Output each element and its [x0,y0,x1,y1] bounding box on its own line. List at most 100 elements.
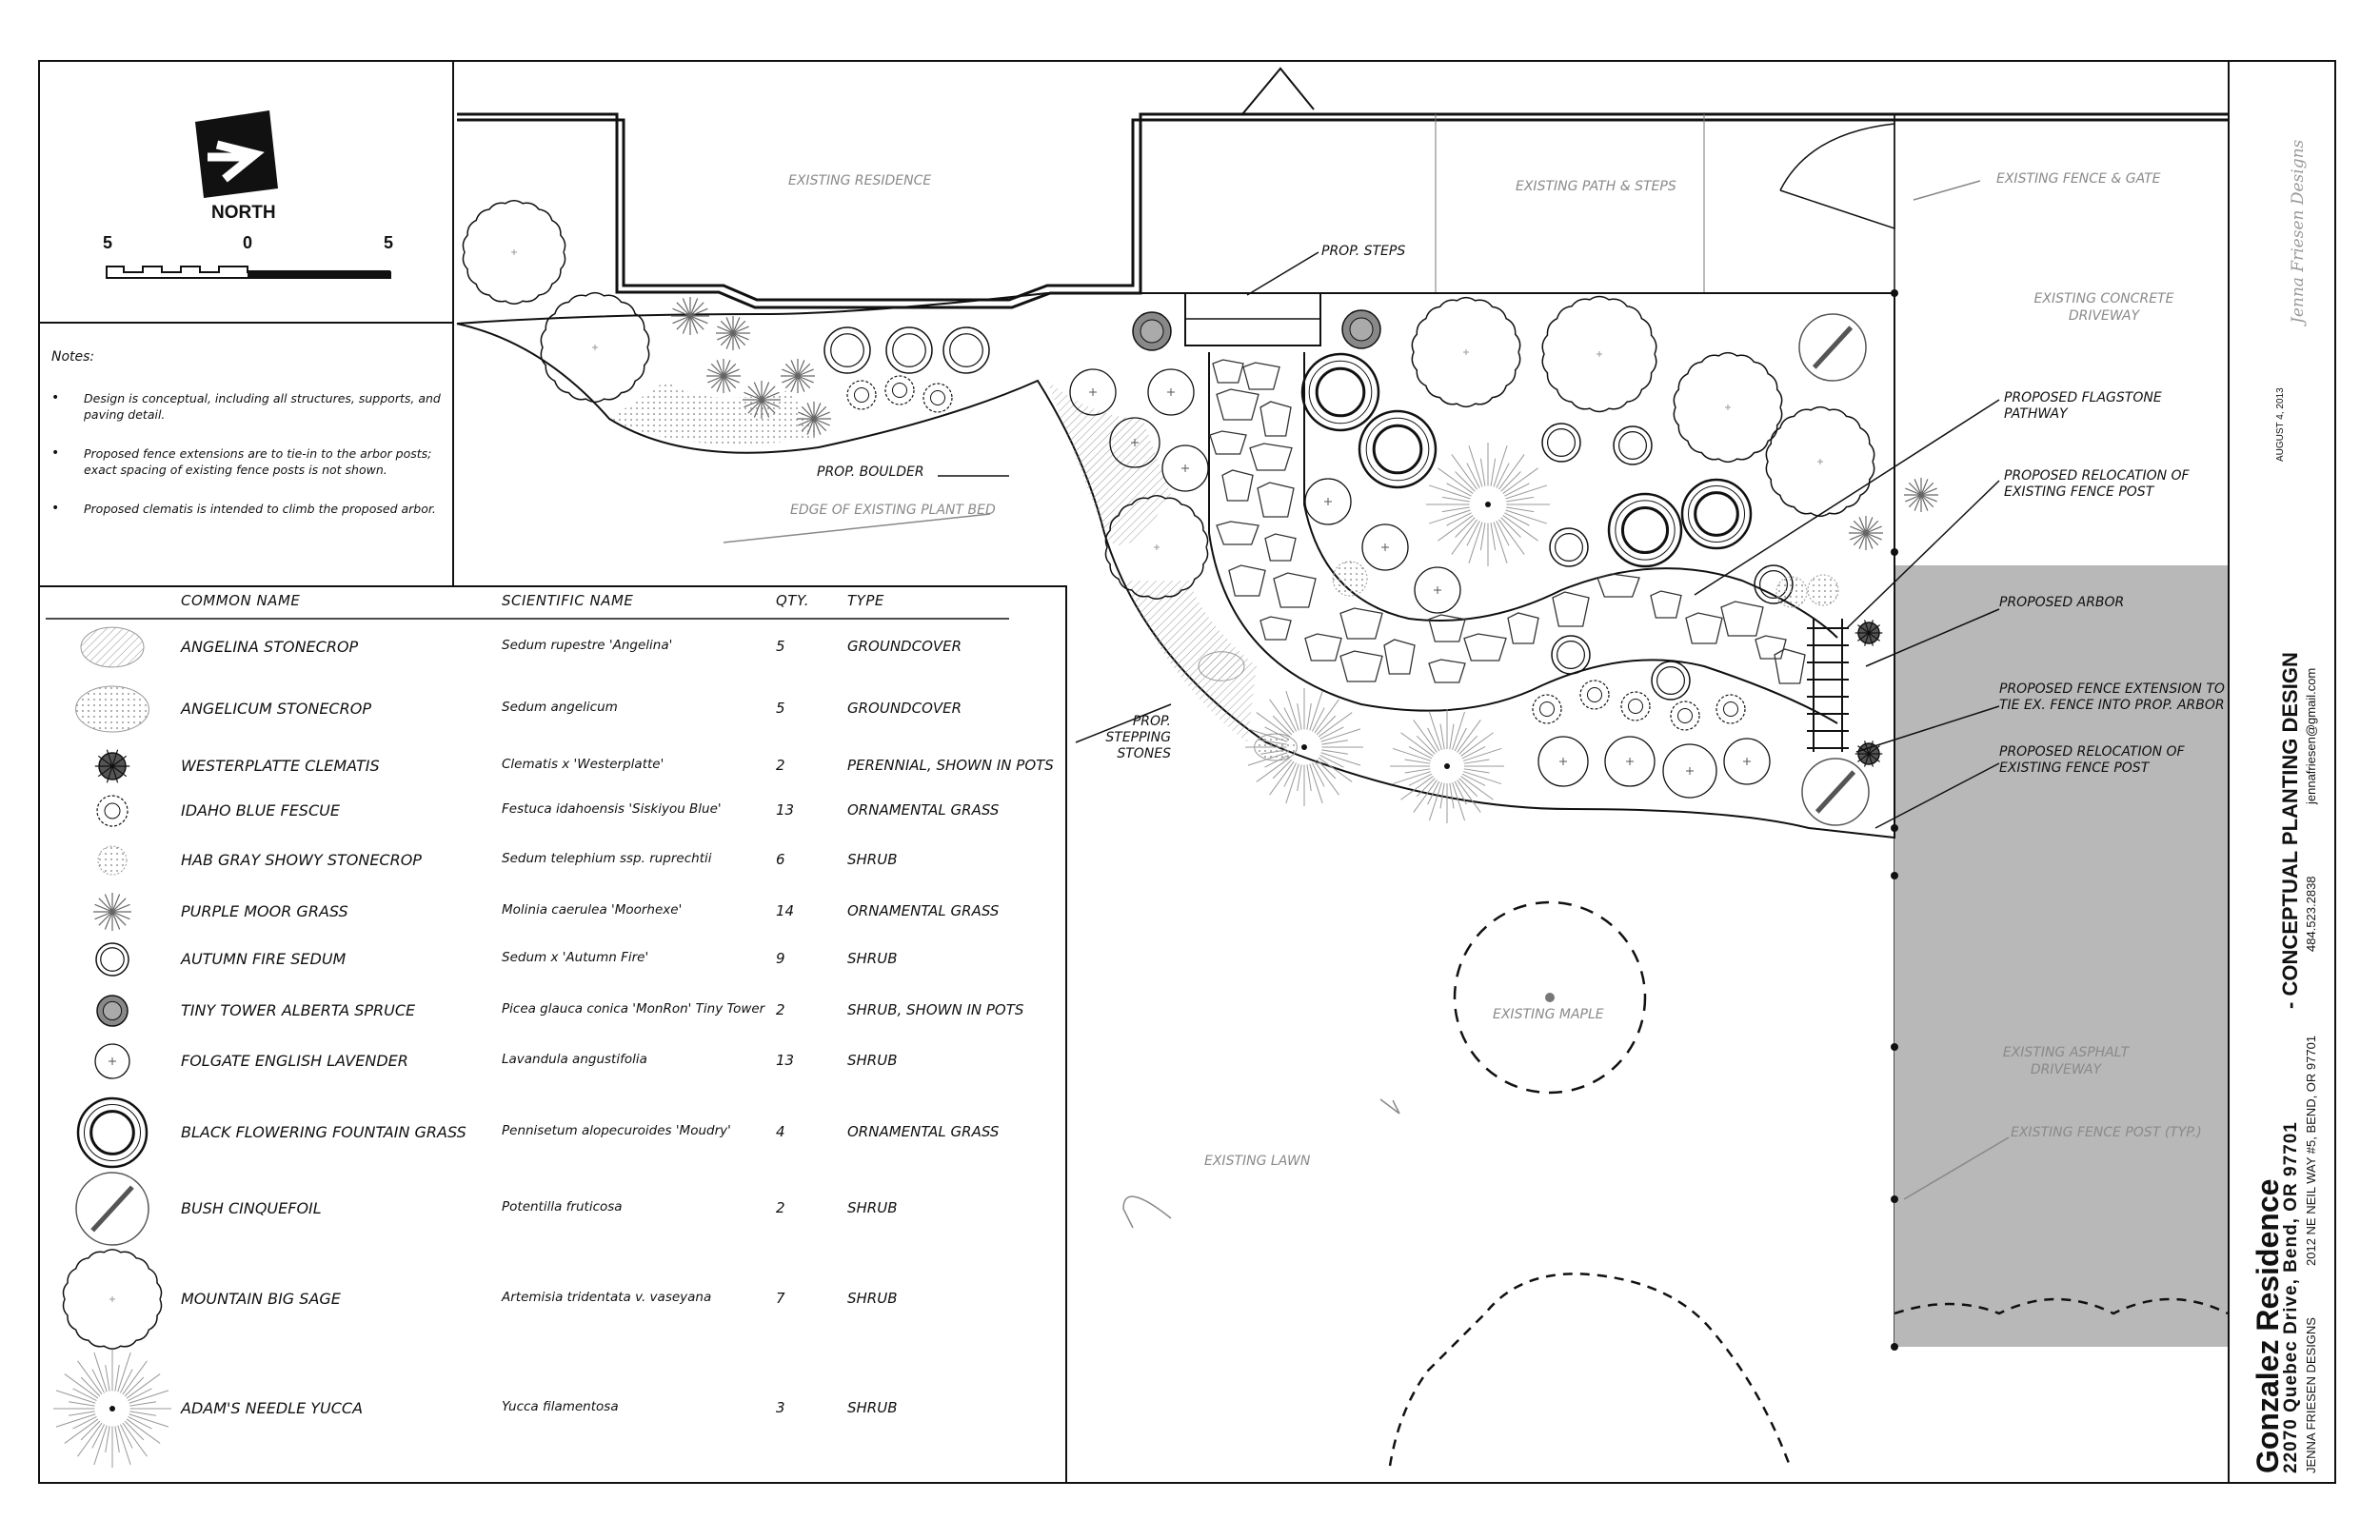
yucca-icon [1390,709,1504,823]
label-proposed-relocation-2: PROPOSED RELOCATION OF EXISTING FENCE PO… [1999,744,2185,776]
legend-common-cell: FOLGATE ENGLISH LAVENDER [181,1052,408,1070]
legend-common-cell: ANGELINA STONECROP [181,638,359,656]
sheet-title: - CONCEPTUAL PLANTING DESIGN [2278,652,2302,1009]
cinquefoil-icon [1801,758,1870,826]
legend-scientific-cell: Molinia caerulea 'Moorhexe' [502,902,683,918]
showy-stonecrop-icon [97,845,128,876]
label-existing-residence: EXISTING RESIDENCE [788,173,932,188]
firm-address: 2012 NE NEIL WAY #5, BEND, OR 97701 [2304,1035,2318,1266]
legend-qty-cell: 3 [776,1399,785,1416]
angelicum-stonecrop-icon [1254,733,1298,761]
angelina-stonecrop-icon [80,626,145,668]
label-existing-lawn: EXISTING LAWN [1204,1154,1311,1169]
legend-type-cell: ORNAMENTAL GRASS [847,1123,1000,1140]
legend-header-scientific: SCIENTIFIC NAME [502,592,634,609]
drawing-sheet-border [38,60,2336,1484]
label-prop-boulder: PROP. BOULDER [817,464,924,480]
notes-title: Notes: [51,349,95,365]
label-leaders-dark [938,251,2000,829]
cinquefoil-icon [75,1172,149,1246]
clematis-icon [94,749,130,783]
lavender-icon [1147,368,1195,416]
fountain-grass-icon [1300,352,1380,432]
lavender-icon [1604,736,1656,787]
label-prop-steps: PROP. STEPS [1321,244,1406,259]
sage-icon [1673,351,1783,464]
legend-type-cell: SHRUB [847,1399,898,1416]
legend-type-cell: GROUNDCOVER [847,638,962,655]
sage-icon [62,1249,163,1350]
north-arrow-panel [38,60,454,322]
sage-icon [1411,296,1521,408]
legend-common-cell: ANGELICUM STONECROP [181,700,371,718]
legend-scientific-cell: Picea glauca conica 'MonRon' Tiny Tower [502,1001,765,1017]
legend-scientific-cell: Sedum x 'Autumn Fire' [502,950,649,965]
sage-icon [540,291,650,404]
legend-qty-cell: 2 [776,757,785,774]
moor-grass-icon [716,316,750,350]
legend-header-qty: QTY. [776,592,809,609]
autumn-fire-icon [1549,527,1589,567]
legend-qty-cell: 5 [776,700,785,717]
fescue-icon [884,375,915,405]
autumn-fire-icon [1541,423,1581,463]
moor-grass-icon [93,893,131,931]
project-address: 22070 Quebec Drive, Bend, OR 97701 [2281,1121,2301,1473]
legend-qty-cell: 2 [776,1199,785,1216]
autumn-fire-icon [95,942,129,977]
existing-maple-canopy [1453,900,1647,1095]
legend-scientific-cell: Artemisia tridentata v. vaseyana [502,1290,712,1305]
legend-qty-cell: 13 [776,801,795,819]
moor-grass-icon [743,381,781,419]
legend-common-cell: HAB GRAY SHOWY STONECROP [181,851,422,869]
legend-header-common: COMMON NAME [181,592,301,609]
legend-common-cell: ADAM'S NEEDLE YUCCA [181,1399,364,1417]
firm-email: jennafriesen@gmail.com [2304,667,2318,804]
legend-type-cell: SHRUB [847,1290,898,1307]
legend-type-cell: SHRUB [847,950,898,967]
legend-common-cell: MOUNTAIN BIG SAGE [181,1290,341,1308]
legend-common-cell: BUSH CINQUEFOIL [181,1199,322,1217]
autumn-fire-icon [1551,635,1591,675]
clematis-icon [1854,620,1883,646]
lavender-icon [1537,736,1589,787]
proposed-arbor [1813,619,1843,752]
moor-grass-icon [1849,516,1883,550]
legend-type-cell: SHRUB, SHOWN IN POTS [847,1001,1024,1018]
moor-grass-icon [671,297,709,335]
yucca-icon [1426,443,1550,566]
spruce-icon [1132,311,1172,351]
legend-common-cell: AUTUMN FIRE SEDUM [181,950,347,968]
moor-grass-icon [797,402,831,436]
label-prop-stepping-stones: PROP. STEPPING STONES [1105,714,1171,761]
legend-qty-cell: 14 [776,902,795,919]
legend-qty-cell: 5 [776,638,785,655]
label-existing-path: EXISTING PATH & STEPS [1516,179,1676,194]
spruce-icon [96,995,129,1027]
label-leaders [723,180,2010,1229]
label-proposed-relocation-1: PROPOSED RELOCATION OF EXISTING FENCE PO… [2004,468,2190,500]
legend-qty-cell: 13 [776,1052,795,1069]
fountain-grass-icon [76,1096,149,1169]
legend-scientific-cell: Clematis x 'Westerplatte' [502,757,664,772]
label-proposed-flagstone: PROPOSED FLAGSTONE PATHWAY [2004,390,2162,422]
legend-qty-cell: 6 [776,851,785,868]
lavender-icon [1109,417,1160,468]
lavender-icon [1361,523,1409,571]
scale-label-mid: 0 [243,233,253,252]
sheet-date: AUGUST 4, 2013 [2275,387,2286,462]
legend-common-cell: WESTERPLATTE CLEMATIS [181,757,380,775]
label-existing-fence-post: EXISTING FENCE POST (TYP.) [2011,1125,2202,1140]
firm-name: JENNA FRIESEN DESIGNS [2304,1317,2318,1473]
legend-scientific-cell: Lavandula angustifolia [502,1052,647,1067]
label-existing-maple: EXISTING MAPLE [1493,1007,1604,1022]
legend-scientific-cell: Pennisetum alopecuroides 'Moudry' [502,1123,731,1138]
title-block [2228,60,2336,1484]
flagstone-pavers [1209,359,1806,684]
scale-bar [106,266,391,279]
legend-scientific-cell: Yucca filamentosa [502,1399,619,1414]
sage-icon [462,200,566,305]
legend-scientific-cell: Potentilla fruticosa [502,1199,623,1214]
